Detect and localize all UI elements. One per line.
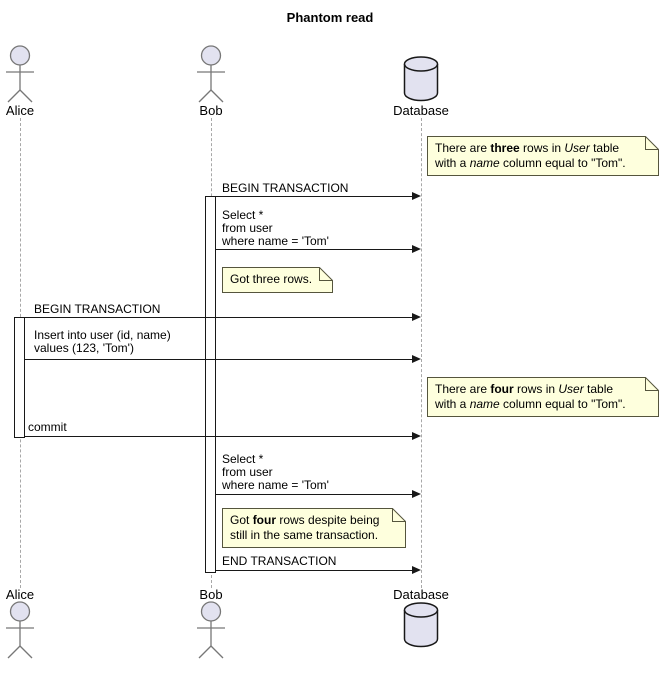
note-got-three-rows: Got three rows. (222, 267, 333, 293)
participant-label-bob-bottom: Bob (199, 587, 223, 602)
lifeline-database (420, 118, 422, 588)
activation-bar-bob (205, 196, 216, 573)
note-text: Got three rows. (230, 272, 313, 286)
actor-icon (6, 601, 34, 659)
participant-label-database: Database (393, 103, 449, 118)
arrowhead-icon (412, 432, 421, 440)
message-arrow (25, 313, 421, 321)
note-fold-icon (319, 267, 333, 281)
participant-label-alice: Alice (5, 103, 35, 118)
message-label: BEGIN TRANSACTION (222, 181, 349, 195)
message-label: END TRANSACTION (222, 554, 337, 568)
message-arrow (25, 355, 421, 363)
message-arrow (216, 192, 421, 200)
message-label: Insert into user (id, name) values (123,… (34, 328, 171, 355)
message-arrow (216, 566, 421, 574)
note-fold-icon (645, 377, 659, 391)
arrowhead-icon (412, 355, 421, 363)
participant-label-bob: Bob (199, 103, 223, 118)
arrowhead-icon (412, 192, 421, 200)
actor-icon (197, 601, 225, 659)
actor-icon (6, 45, 34, 103)
note-fold-icon (645, 136, 659, 150)
message-label: Select * from user where name = 'Tom' (222, 208, 329, 248)
note-fold-icon (392, 508, 406, 522)
message-label: Select * from user where name = 'Tom' (222, 452, 329, 492)
participant-label-database-bottom: Database (393, 587, 449, 602)
activation-bar-alice (14, 317, 25, 438)
arrowhead-icon (412, 245, 421, 253)
arrowhead-icon (412, 566, 421, 574)
message-label: BEGIN TRANSACTION (34, 302, 161, 316)
arrowhead-icon (412, 313, 421, 321)
actor-icon (197, 45, 225, 103)
diagram-title: Phantom read (286, 10, 374, 25)
message-arrow (216, 245, 421, 253)
message-arrow (216, 490, 421, 498)
participant-label-alice-bottom: Alice (5, 587, 35, 602)
arrowhead-icon (412, 490, 421, 498)
database-icon (403, 56, 439, 102)
database-icon (403, 602, 439, 648)
message-arrow (25, 432, 421, 440)
message-label: commit (28, 420, 67, 434)
